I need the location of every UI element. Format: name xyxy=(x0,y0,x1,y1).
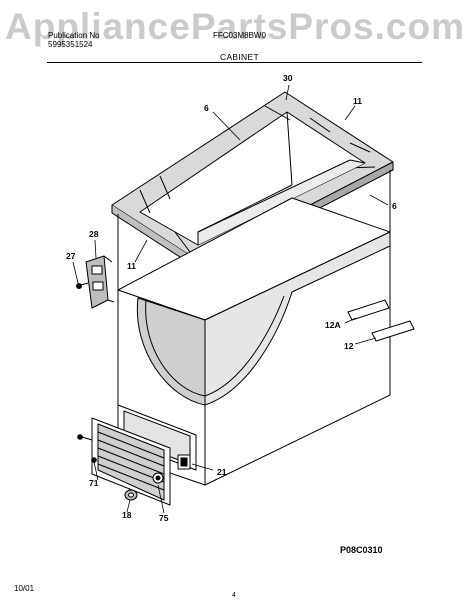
callout-11-top: 11 xyxy=(353,96,362,106)
callout-12: 12 xyxy=(344,341,354,351)
callout-27: 27 xyxy=(66,251,76,261)
leader-lines xyxy=(72,84,389,514)
grille-panel xyxy=(91,417,171,506)
callout-6-right: 6 xyxy=(392,201,397,211)
callout-11-left: 11 xyxy=(127,261,136,271)
hinge-bracket xyxy=(85,255,115,309)
hinge-screw xyxy=(76,282,89,289)
callout-71: 71 xyxy=(89,478,99,488)
footer-page-number: 4 xyxy=(232,592,236,599)
footer-date: 10/01 xyxy=(14,584,35,593)
figure-number: P08C0310 xyxy=(340,545,383,555)
model-number: FFC03M8BW0 xyxy=(213,31,266,40)
thermostat-knob xyxy=(124,489,138,501)
callout-30: 30 xyxy=(283,73,293,83)
callout-21: 21 xyxy=(217,467,227,477)
callout-75: 75 xyxy=(159,513,169,523)
power-cord-plug xyxy=(177,454,191,470)
callout-18: 18 xyxy=(122,510,132,520)
section-title: CABINET xyxy=(220,52,259,62)
publication-label: Publication No xyxy=(48,31,100,40)
header-rule xyxy=(47,62,422,63)
cabinet-cutaway-side xyxy=(204,231,391,406)
inner-liner xyxy=(197,159,366,245)
publication-number: 5995351524 xyxy=(48,40,93,49)
grille-screws xyxy=(77,434,97,463)
callout-12a: 12A xyxy=(325,320,341,330)
callout-6-left: 6 xyxy=(204,103,209,113)
callout-28: 28 xyxy=(89,229,99,239)
label-12a xyxy=(347,299,390,321)
cabinet-body xyxy=(117,197,391,486)
